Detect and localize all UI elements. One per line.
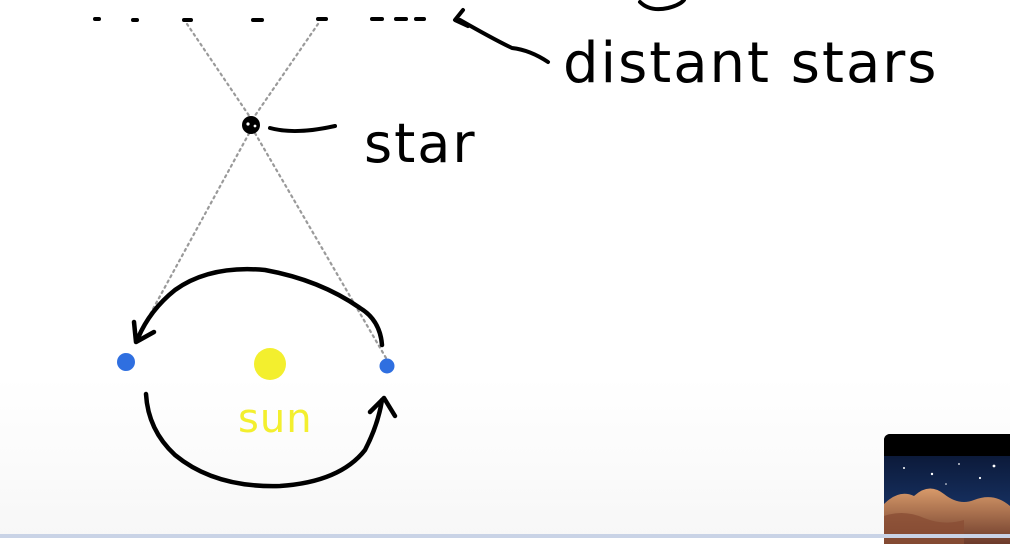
distant-stars-arrow (453, 8, 550, 64)
distant-stars-label: distant stars (563, 31, 938, 96)
near-star-highlight (246, 122, 250, 126)
orbit-arrowhead-right (367, 395, 398, 419)
earth-position-left (117, 353, 135, 371)
sun-label: sun (238, 396, 313, 442)
sight-line-lower-right (250, 126, 388, 360)
bottom-divider (0, 534, 1010, 538)
orbit-arrow-top (135, 266, 385, 348)
distant-stars-row (93, 17, 426, 22)
orbit-arrowhead-left (131, 319, 157, 345)
orbit-arrows (131, 266, 398, 489)
earth-position-right (379, 358, 395, 374)
star-pointer-stroke (268, 124, 337, 134)
star-label: star (364, 112, 477, 175)
near-star-highlight (253, 124, 257, 128)
sight-line-upper-left (185, 22, 254, 122)
orbit-arrow-bottom (143, 391, 385, 489)
sight-lines (134, 22, 388, 360)
sun-disc (254, 348, 286, 380)
cutoff-scribble (638, 0, 686, 12)
sight-line-lower-left (134, 126, 254, 342)
nebula-thumbnail[interactable] (884, 434, 1010, 544)
nebula-image-icon (884, 434, 1010, 544)
near-star-dot (242, 116, 260, 134)
sight-line-upper-right (250, 22, 320, 122)
